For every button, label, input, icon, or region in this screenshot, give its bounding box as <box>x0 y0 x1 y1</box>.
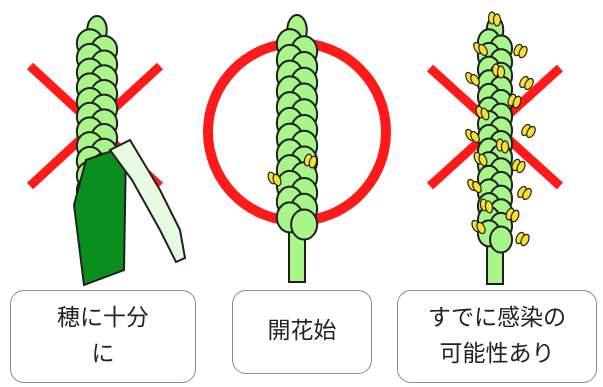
panel-3-anther <box>522 187 532 201</box>
panel-3-anther <box>526 125 536 139</box>
panel-3-anther <box>500 140 510 154</box>
panel-3-anther <box>512 95 522 109</box>
panel-2-anthers <box>267 153 318 187</box>
panel-3-wheat-ear <box>476 16 514 254</box>
panel-3-anther <box>518 45 528 59</box>
panel-3-label-line-1: すでに感染の <box>427 304 567 331</box>
panel-3-anther <box>470 73 480 87</box>
panel-3-anther <box>524 77 534 91</box>
panel-1-label: 穂に十分 に <box>10 290 196 383</box>
panel-2-anther <box>308 155 318 169</box>
panel-3-anther <box>480 107 490 121</box>
panel-3-anther <box>484 200 494 214</box>
panel-2-wheat-ear <box>275 14 319 241</box>
panel-3-anther <box>478 153 488 167</box>
panel-3-anther <box>520 233 530 247</box>
panel-1-label-line-2: に <box>91 340 115 367</box>
panel-3-anthers <box>465 11 536 247</box>
panel-3-anther <box>516 160 526 174</box>
panel-2-grain <box>290 208 319 241</box>
panel-3-anther <box>492 13 502 27</box>
panel-3-label: すでに感染の 可能性あり <box>397 290 597 383</box>
panel-3-anther <box>476 221 486 235</box>
panel-3-anther <box>478 43 488 57</box>
panel-1-label-line-1: 穂に十分 <box>57 304 149 331</box>
panel-3-anther <box>496 65 506 79</box>
panel-3-anther <box>510 209 520 223</box>
panel-1-leaf-sheath <box>72 138 187 287</box>
panel-3-grain <box>489 225 514 254</box>
panel-3-label-line-2: 可能性あり <box>439 340 555 367</box>
panel-3-anther <box>470 130 480 144</box>
panel-2-label-line-1: 開花始 <box>267 318 337 345</box>
panel-2-label: 開花始 <box>232 290 372 374</box>
panel-3-anther <box>472 180 482 194</box>
panel-2-anther <box>272 173 282 187</box>
